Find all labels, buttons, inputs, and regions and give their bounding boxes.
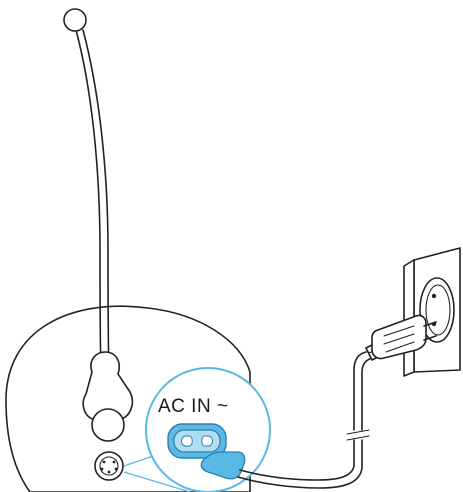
wall-outlet-icon (403, 247, 461, 377)
ac-inlet-callout: AC IN ~ (145, 367, 271, 492)
power-plug-icon (371, 314, 437, 360)
callout-label: AC IN ~ (158, 396, 229, 417)
power-socket-icon (94, 451, 124, 481)
ac-inlet-icon (167, 423, 227, 459)
antenna-icon (63, 8, 134, 442)
cord-connector-icon (200, 451, 246, 480)
